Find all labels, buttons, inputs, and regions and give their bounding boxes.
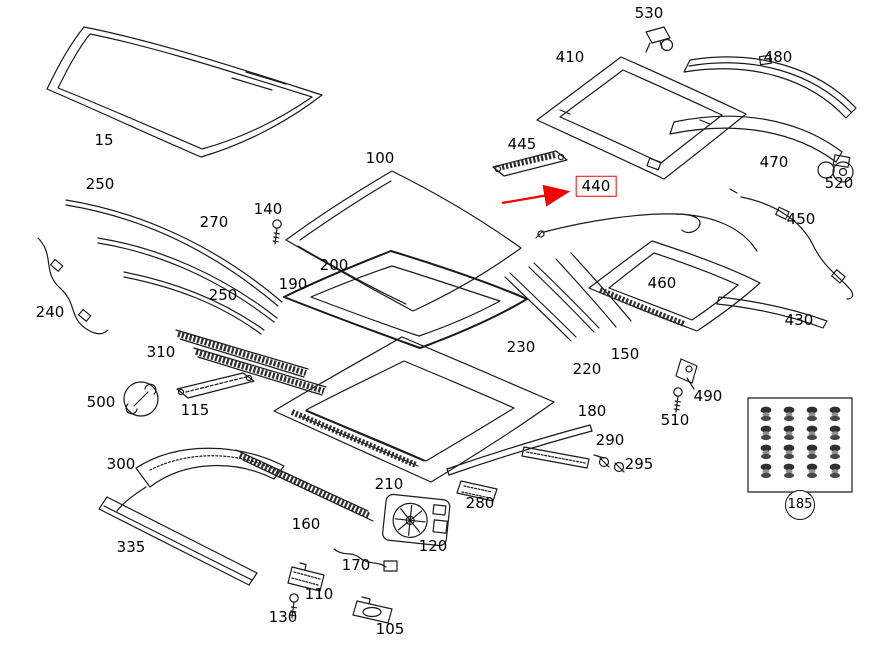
part-label-460[interactable]: 460	[647, 273, 677, 292]
part-label-510[interactable]: 510	[660, 410, 690, 429]
part-105-slide	[352, 596, 393, 624]
part-label-150[interactable]: 150	[610, 344, 640, 363]
part-label-335[interactable]: 335	[116, 537, 146, 556]
part-label-115[interactable]: 115	[180, 400, 210, 419]
part-label-100[interactable]: 100	[365, 148, 395, 167]
part-15-roof-panel	[46, 26, 323, 158]
part-115-rail	[176, 372, 255, 399]
part-label-15[interactable]: 15	[94, 130, 114, 149]
part-label-500[interactable]: 500	[86, 392, 116, 411]
part-label-140[interactable]: 140	[253, 199, 283, 218]
part-label-490[interactable]: 490	[693, 386, 723, 405]
part-490-bracket	[675, 358, 698, 390]
part-310-brush-strips	[175, 329, 327, 396]
part-label-530[interactable]: 530	[634, 3, 664, 22]
part-label-240[interactable]: 240	[35, 302, 65, 321]
part-100-glass-panel	[285, 170, 522, 312]
part-410-front-frame	[536, 56, 747, 180]
part-230-220-150-guide-rails	[504, 252, 632, 342]
part-250-270-seal-strips	[65, 199, 283, 335]
part-110-slide	[287, 562, 325, 592]
part-label-480[interactable]: 480	[763, 47, 793, 66]
part-label-440[interactable]: 440	[575, 175, 617, 197]
part-460-rear-frame	[588, 240, 761, 332]
part-label-130[interactable]: 130	[268, 607, 298, 626]
part-label-280[interactable]: 280	[465, 493, 495, 512]
part-label-445[interactable]: 445	[507, 134, 537, 153]
part-500-tool-symbol	[123, 381, 159, 417]
part-label-310[interactable]: 310	[146, 342, 176, 361]
part-label-250[interactable]: 250	[208, 285, 238, 304]
part-label-250[interactable]: 250	[85, 174, 115, 193]
part-label-410[interactable]: 410	[555, 47, 585, 66]
part-335-strip	[98, 496, 258, 586]
part-label-180[interactable]: 180	[577, 401, 607, 420]
part-530-bracket	[645, 26, 674, 53]
part-520-motor	[817, 154, 854, 183]
callout-arrow	[501, 184, 571, 207]
part-label-295[interactable]: 295	[624, 454, 654, 473]
part-label-185[interactable]: 185	[785, 490, 815, 520]
part-240-cable	[37, 237, 109, 335]
part-470-outer-strip	[669, 115, 843, 163]
part-295-clips	[598, 456, 625, 473]
part-label-270[interactable]: 270	[199, 212, 229, 231]
part-160-rail-strip	[235, 449, 374, 522]
part-label-160[interactable]: 160	[291, 514, 321, 533]
part-label-290[interactable]: 290	[595, 430, 625, 449]
part-label-450[interactable]: 450	[786, 209, 816, 228]
part-label-170[interactable]: 170	[341, 555, 371, 574]
part-label-105[interactable]: 105	[375, 619, 405, 638]
part-445-rail	[492, 150, 568, 177]
part-label-230[interactable]: 230	[506, 337, 536, 356]
part-440-drive-cable	[535, 213, 758, 252]
part-label-190[interactable]: 190	[278, 274, 308, 293]
part-label-110[interactable]: 110	[304, 584, 334, 603]
part-430-strip	[716, 296, 828, 329]
part-200-seal-ring	[283, 250, 528, 349]
wrench-icon	[125, 383, 157, 415]
part-label-430[interactable]: 430	[784, 310, 814, 329]
part-label-470[interactable]: 470	[759, 152, 789, 171]
part-170-cable	[333, 548, 398, 572]
part-120-drive-motor	[382, 493, 451, 547]
part-label-220[interactable]: 220	[572, 359, 602, 378]
part-label-300[interactable]: 300	[106, 454, 136, 473]
part-label-120[interactable]: 120	[418, 536, 448, 555]
part-label-210[interactable]: 210	[374, 474, 404, 493]
part-480-outer-strip	[683, 54, 857, 119]
part-180-strip	[446, 424, 593, 476]
part-label-200[interactable]: 200	[319, 255, 349, 274]
part-450-harness	[729, 188, 854, 300]
part-label-520[interactable]: 520	[824, 173, 854, 192]
part-280-bracket	[456, 480, 498, 502]
